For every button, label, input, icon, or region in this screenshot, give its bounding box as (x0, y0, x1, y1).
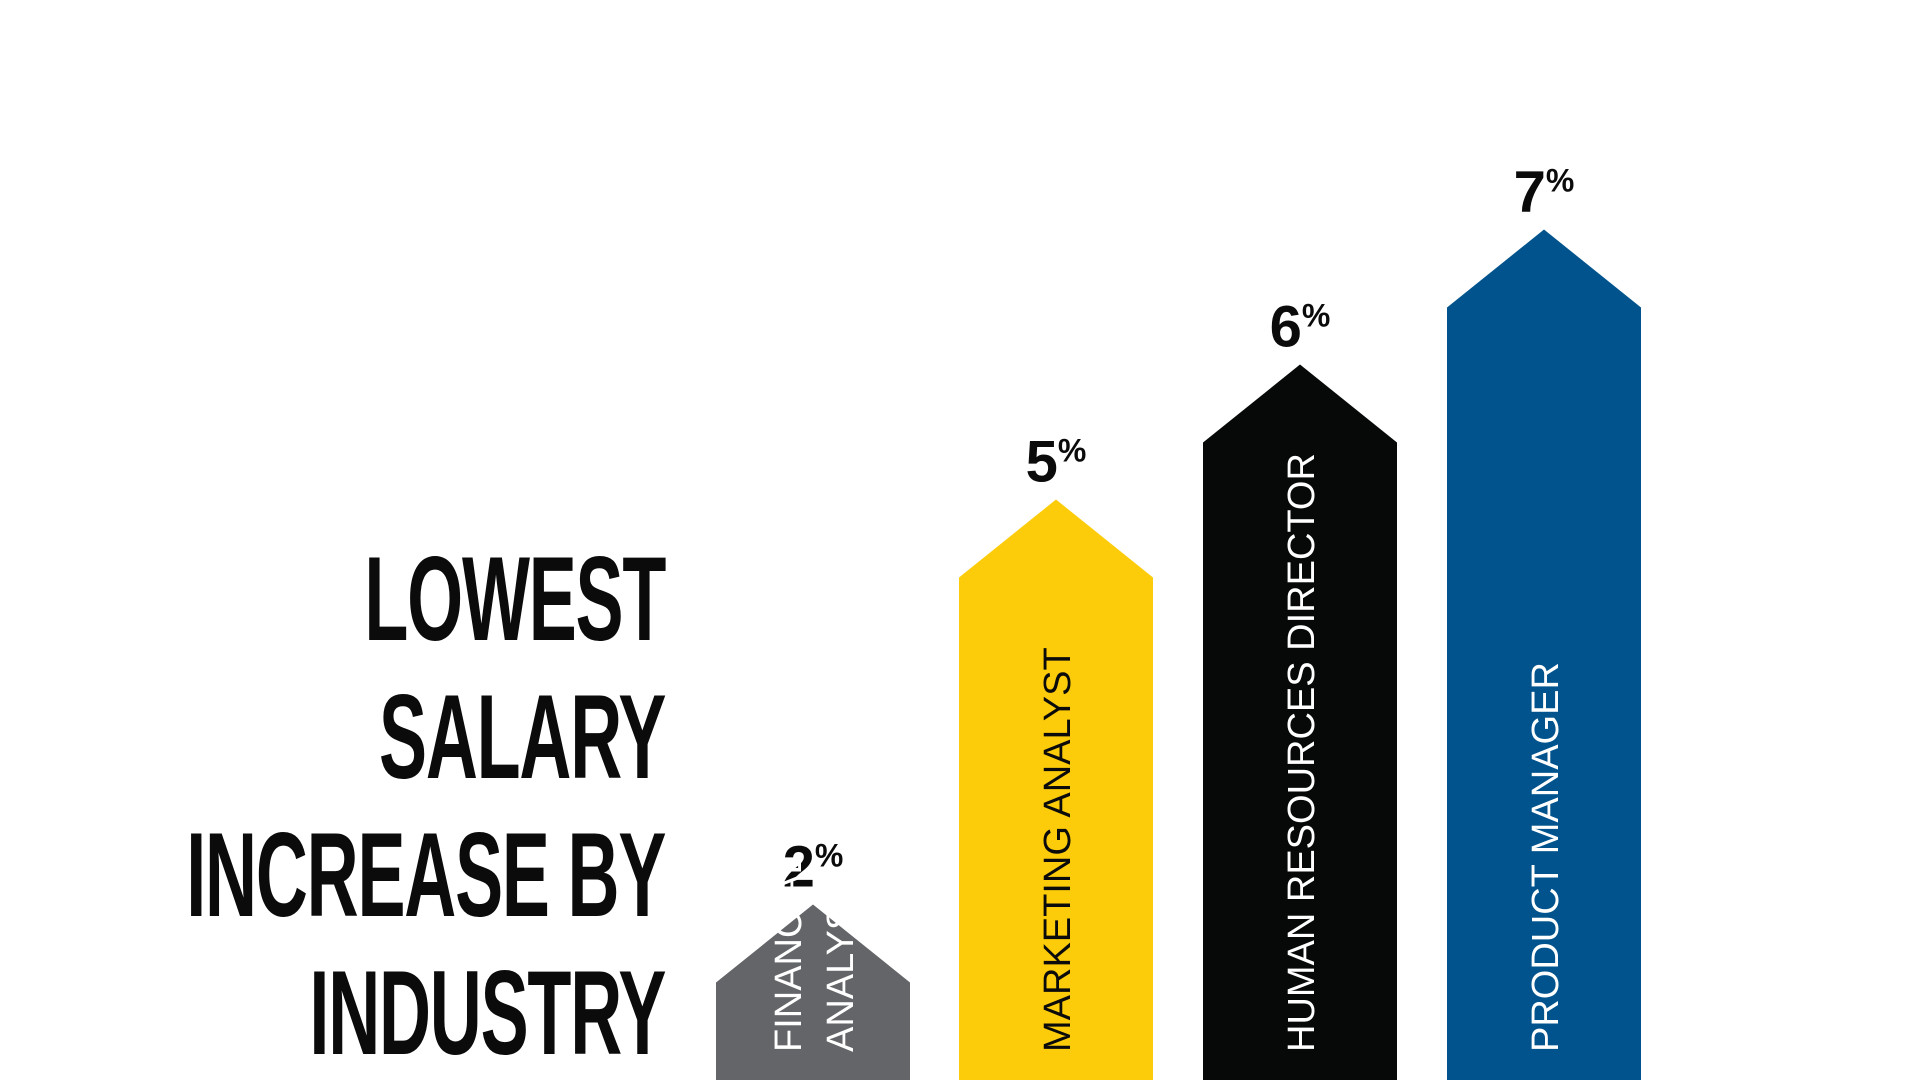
arrow-bar (959, 499, 1153, 1080)
category-label: HUMAN RESOURCES DIRECTOR (1281, 453, 1323, 1052)
value-label: 6% (1270, 295, 1331, 360)
title-line-3: INCREASE BY (186, 808, 666, 942)
value-label: 2% (783, 835, 844, 900)
value-label: 7% (1514, 160, 1575, 225)
title-line-1: LOWEST (364, 532, 666, 666)
title-line-4: INDUSTRY (309, 946, 666, 1080)
bar-3: 6% HUMAN RESOURCES DIRECTOR (1203, 295, 1397, 1080)
title-line-2: SALARY (378, 670, 666, 804)
category-label: MARKETING ANALYST (1037, 647, 1079, 1052)
category-label: FINANCIAL (768, 854, 810, 1052)
arrow-bar (1447, 229, 1641, 1080)
bar-2: 5% MARKETING ANALYST (959, 430, 1153, 1080)
category-label: PRODUCT MANAGER (1525, 662, 1567, 1052)
category-label: ANALYST (820, 882, 862, 1052)
bar-4: 7% PRODUCT MANAGER (1447, 160, 1641, 1080)
arrow-bar (716, 904, 910, 1080)
value-label: 5% (1026, 430, 1087, 495)
chart-title: LOWEST SALARY INCREASE BY INDUSTRY (0, 530, 666, 1082)
arrow-bar (1203, 364, 1397, 1080)
